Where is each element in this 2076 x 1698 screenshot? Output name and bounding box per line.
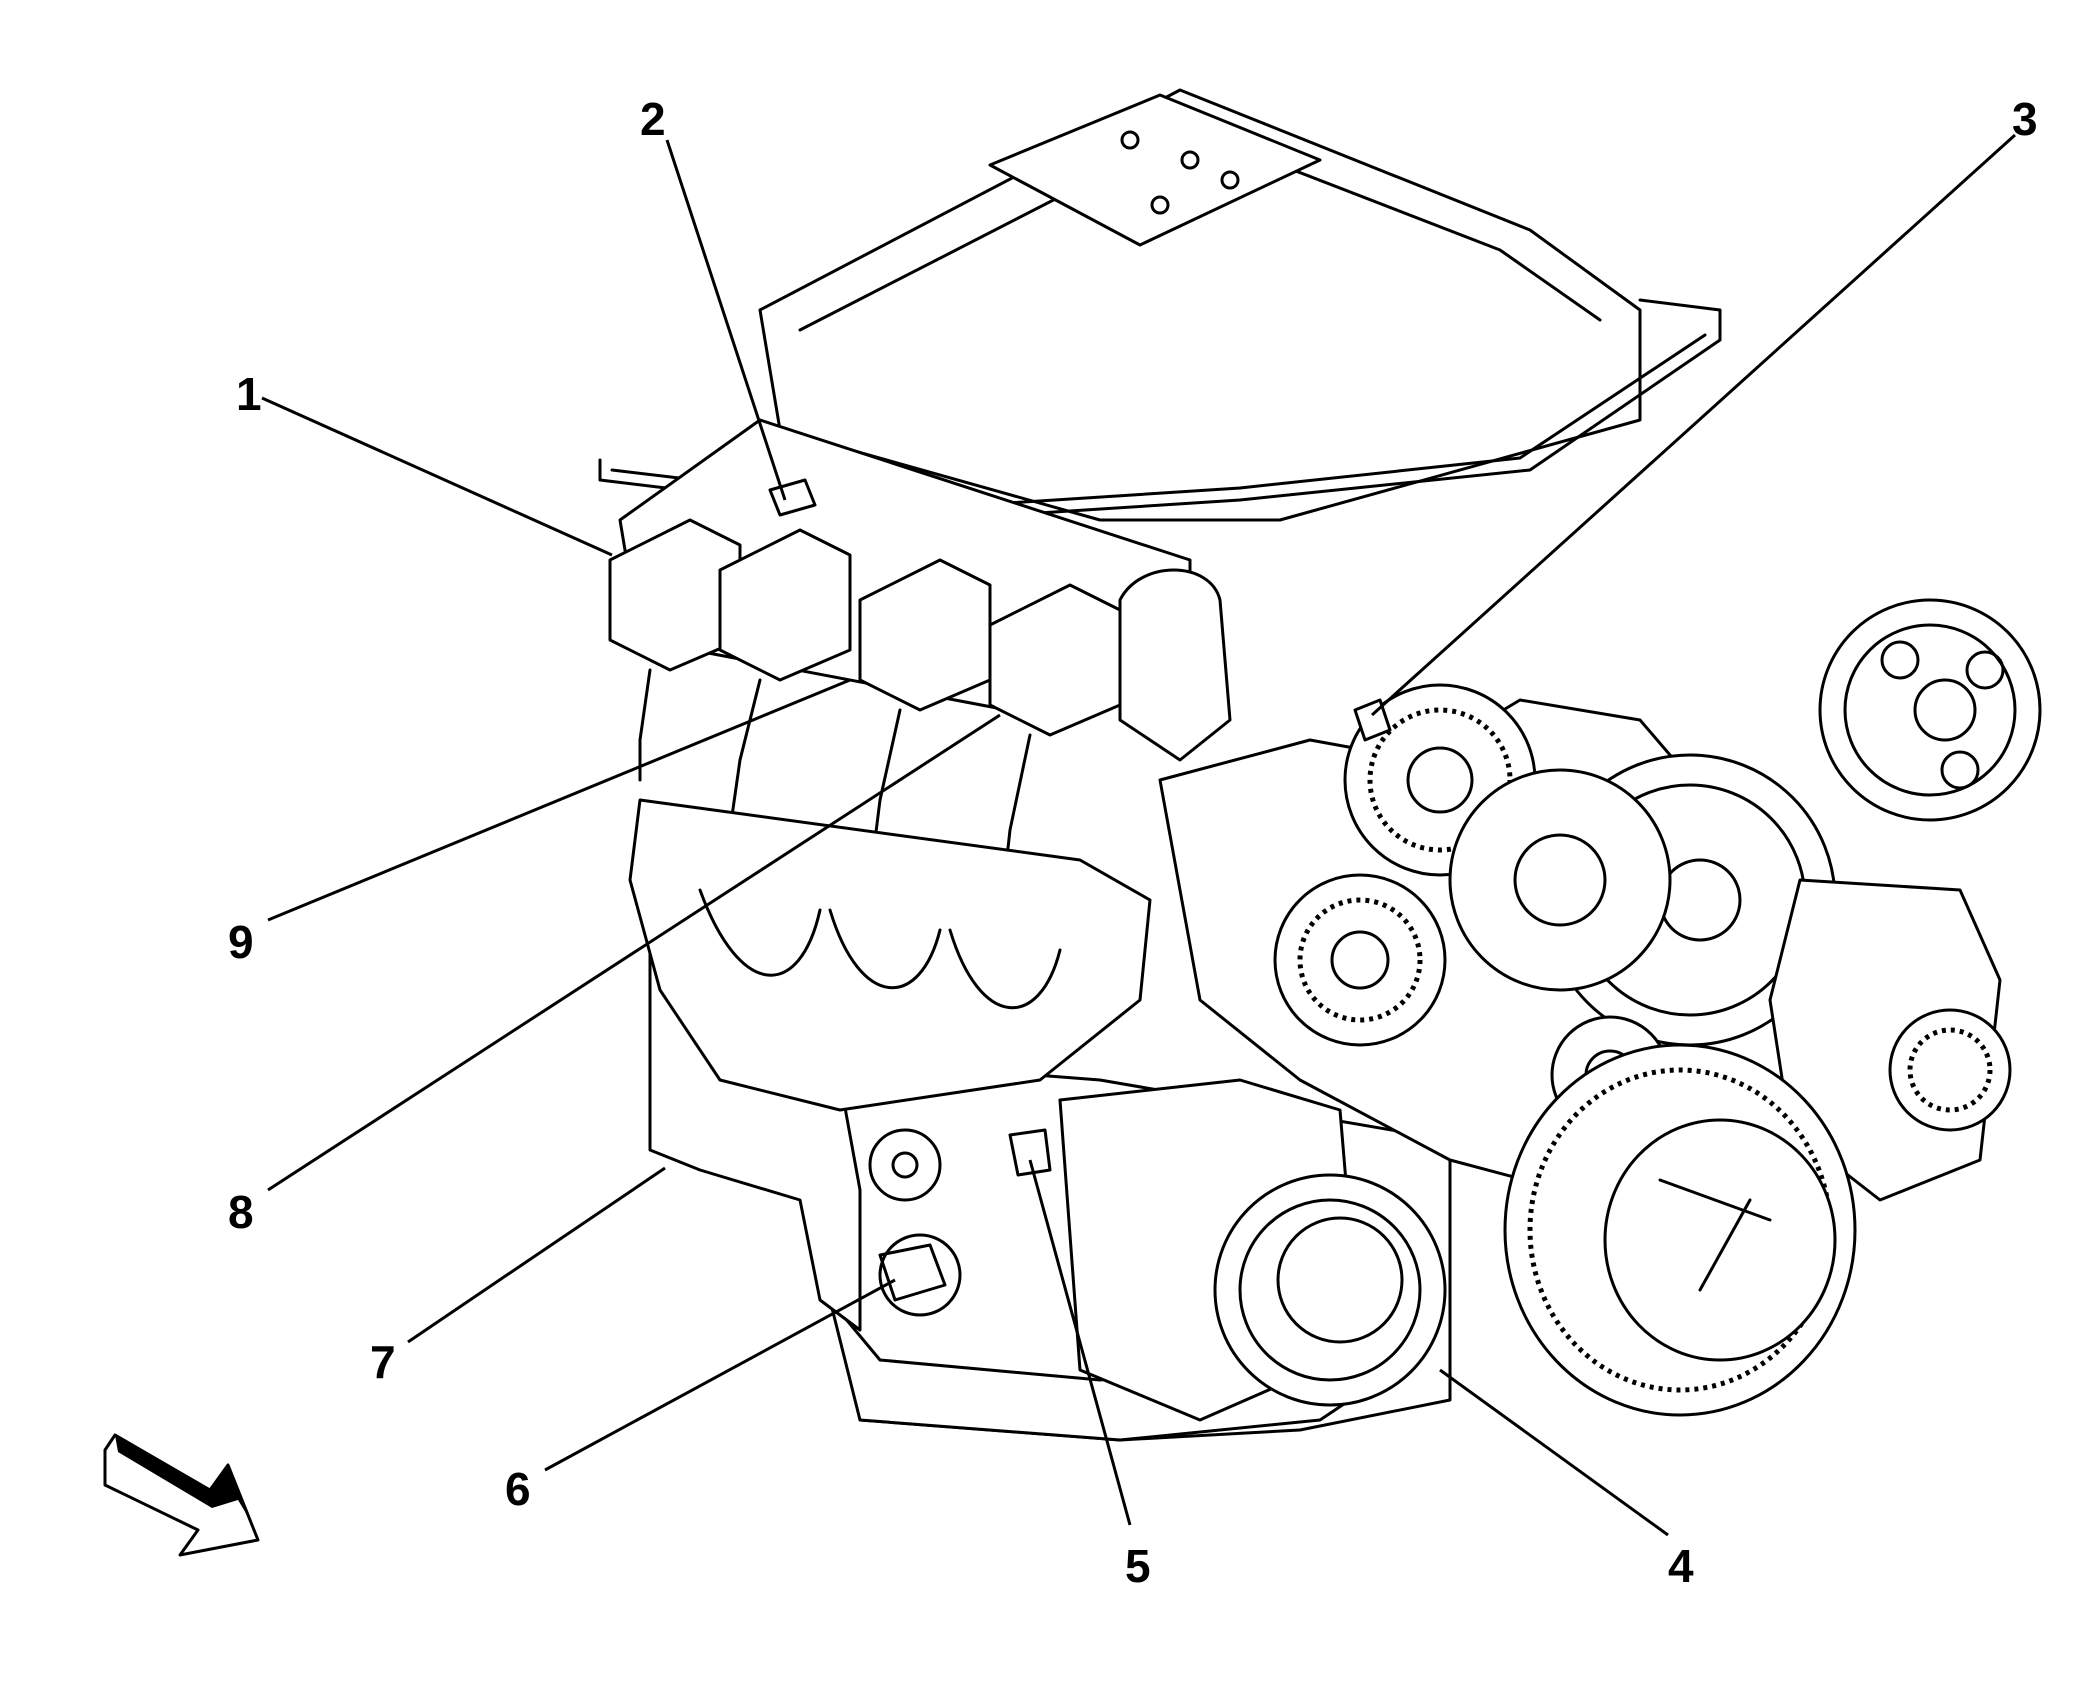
- generator: [1768, 878, 2012, 1202]
- arrow-icon: [103, 1433, 260, 1557]
- callout-2: 2: [640, 93, 666, 145]
- belt-tensioner: [1448, 768, 1672, 992]
- sensor-connector: [1353, 698, 1392, 742]
- callout-1: 1: [236, 368, 262, 420]
- fuel-rail: [598, 298, 1722, 522]
- leader-9: [267, 678, 851, 922]
- callout-9: 9: [228, 916, 254, 968]
- leader-7: [407, 1166, 666, 1344]
- callout-4: 4: [1668, 1540, 1694, 1592]
- throttle-plate: [988, 93, 1322, 247]
- leader-6: [544, 1278, 896, 1472]
- callout-6: 6: [505, 1463, 531, 1515]
- ac-compressor: [1058, 1078, 1447, 1422]
- water-outlet: [1118, 568, 1232, 762]
- crankshaft-balancer: [1503, 1043, 1857, 1417]
- leader-2: [665, 139, 787, 501]
- idler-pulley-lower: [1273, 873, 1447, 1047]
- leader-4: [1439, 1368, 1669, 1537]
- leader-3: [1370, 133, 2017, 717]
- callout-8: 8: [228, 1186, 254, 1238]
- callout-3: 3: [2012, 93, 2038, 145]
- leader-lines: [261, 133, 2017, 1537]
- knock-sensor: [1008, 1128, 1052, 1177]
- engine-drawing: [598, 88, 2042, 1442]
- callout-7: 7: [370, 1336, 396, 1388]
- exhaust-manifold: [628, 798, 1152, 1112]
- leader-5: [1028, 1159, 1132, 1526]
- leader-1: [261, 396, 613, 557]
- callout-labels: 1 2 3 4 5 6 7 8 9: [228, 93, 2038, 1592]
- ignition-coils: [608, 518, 1122, 737]
- callout-5: 5: [1125, 1540, 1151, 1592]
- leader-8: [267, 713, 1001, 1192]
- crankshaft-position-sensor: [878, 1233, 962, 1317]
- intake-cover-ridge: [798, 128, 1602, 332]
- camshaft-position-sensor: [868, 1128, 942, 1202]
- power-steering-pulley: [1818, 598, 2042, 822]
